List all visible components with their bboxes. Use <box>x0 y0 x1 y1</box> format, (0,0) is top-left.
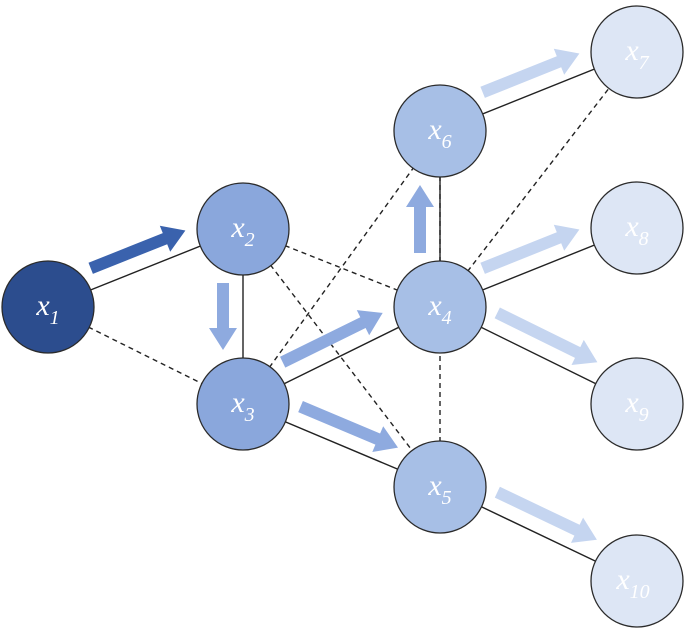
node-x10-label-subscript: 10 <box>630 581 650 603</box>
node-x10-label-base: x <box>615 563 630 596</box>
node-x4-label: x4 <box>427 289 451 329</box>
node-x2-label-subscript: 2 <box>245 229 255 251</box>
arrow-x5-to-x10 <box>494 486 597 543</box>
arrow-x3-to-x5 <box>298 401 398 452</box>
node-x9-label: x9 <box>624 386 648 426</box>
node-x10-circle <box>590 534 684 628</box>
node-x4-label-base: x <box>427 289 442 322</box>
node-x8-label-subscript: 8 <box>639 228 649 250</box>
arrow-x4-to-x9 <box>494 307 598 365</box>
node-x3-circle <box>196 357 290 451</box>
node-x2-label: x2 <box>230 211 254 251</box>
node-x9: x9 <box>590 357 684 451</box>
node-x8-circle <box>590 181 684 275</box>
node-x10-label: x10 <box>615 563 649 603</box>
node-x5-label-subscript: 5 <box>442 487 452 509</box>
node-x6-circle <box>393 84 487 178</box>
node-x3-label: x3 <box>230 386 254 426</box>
edge-x4-x7-dashed <box>439 51 638 308</box>
node-x4-circle <box>393 260 487 354</box>
arrow-x4-to-x8 <box>480 224 580 274</box>
node-x6-label-base: x <box>427 113 442 146</box>
edge-x3-x6-dashed <box>242 130 441 405</box>
arrow-x6-to-x7 <box>480 48 580 98</box>
node-x1-label-subscript: 1 <box>50 307 60 329</box>
node-x3-label-base: x <box>230 386 245 419</box>
node-x7-label: x7 <box>624 34 649 74</box>
node-x5-circle <box>393 440 487 534</box>
node-x7-label-base: x <box>624 34 639 67</box>
node-x10: x10 <box>590 534 684 628</box>
node-x5-label: x5 <box>427 469 451 509</box>
node-x9-label-base: x <box>624 386 639 419</box>
arrow-x1-to-x2 <box>88 225 186 274</box>
arrow-x3-to-x4 <box>280 310 383 368</box>
node-x1-circle <box>1 260 95 354</box>
node-x5-label-base: x <box>427 469 442 502</box>
node-x1-label-base: x <box>35 289 50 322</box>
node-x4-label-subscript: 4 <box>442 307 452 329</box>
arrow-x2-to-x3 <box>209 283 237 350</box>
node-x8: x8 <box>590 181 684 275</box>
node-x1-label: x1 <box>35 289 59 329</box>
node-x4: x4 <box>393 260 487 354</box>
node-x6-label-subscript: 6 <box>442 131 452 153</box>
propagation-arrows-layer <box>88 48 598 543</box>
edge-x2-x5-dashed <box>242 228 441 488</box>
edges-layer <box>47 51 638 582</box>
node-x9-label-subscript: 9 <box>639 404 649 426</box>
node-x7-label-subscript: 7 <box>639 52 650 74</box>
node-x7: x7 <box>590 5 684 99</box>
node-x2-label-base: x <box>230 211 245 244</box>
node-x6-label: x6 <box>427 113 451 153</box>
node-x6: x6 <box>393 84 487 178</box>
node-x9-circle <box>590 357 684 451</box>
node-x5: x5 <box>393 440 487 534</box>
arrow-x4-to-x6 <box>406 185 434 253</box>
node-x1: x1 <box>1 260 95 354</box>
node-x2: x2 <box>196 182 290 276</box>
node-x8-label: x8 <box>624 210 648 250</box>
node-x7-circle <box>590 5 684 99</box>
node-x3: x3 <box>196 357 290 451</box>
node-x8-label-base: x <box>624 210 639 243</box>
node-x2-circle <box>196 182 290 276</box>
node-x3-label-subscript: 3 <box>244 404 255 426</box>
